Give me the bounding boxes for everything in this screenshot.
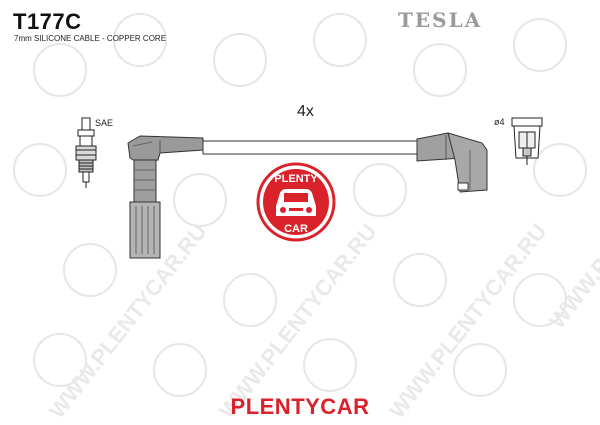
left-plug-boot: [127, 135, 204, 259]
right-coil-boot: [416, 132, 488, 193]
watermark-rings: [13, 13, 587, 397]
part-code: T177C: [13, 9, 82, 34]
brand-logo: TESLA: [398, 8, 483, 32]
terminal-connector-icon: [511, 117, 543, 165]
part-description: 7mm SILICONE CABLE - COPPER CORE: [14, 34, 167, 43]
plentycar-badge: PLENTY CAR: [256, 162, 336, 242]
diameter-label: ø4: [494, 117, 505, 127]
footer-brand: PLENTYCAR: [230, 394, 370, 419]
ignition-cable: [202, 140, 418, 155]
badge-top-text: PLENTY: [274, 173, 318, 185]
sae-label: SAE: [95, 118, 114, 128]
quantity-label: 4x: [297, 103, 314, 120]
spark-plug-icon: [75, 117, 97, 188]
badge-bottom-text: CAR: [284, 223, 308, 235]
